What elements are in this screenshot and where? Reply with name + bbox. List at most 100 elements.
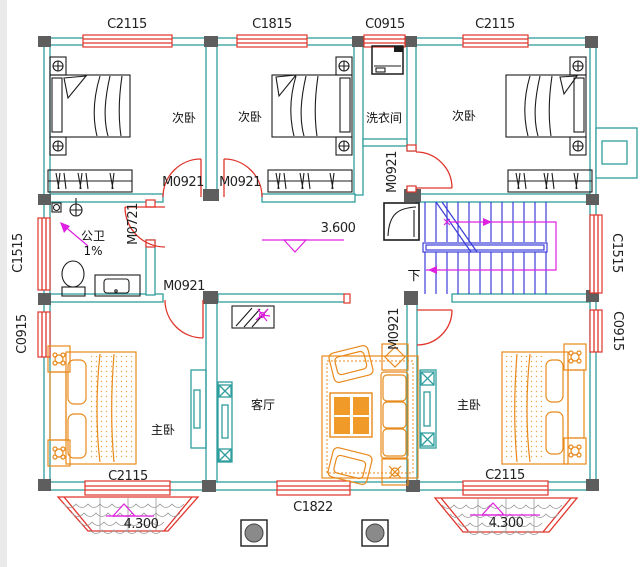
porch-column-right	[361, 519, 389, 547]
door-label-bedroom3: M0921	[385, 151, 400, 193]
bed-master-right	[501, 343, 587, 465]
stair-break-line	[435, 201, 478, 253]
door-label-master-left: M0921	[163, 279, 205, 294]
tv-cabinet-master-right	[419, 369, 437, 449]
window-label-c1515-left: C1515	[11, 233, 26, 273]
wall-living-top	[217, 293, 346, 303]
window-label-c0915-right: C0915	[610, 311, 625, 351]
elevation-label-bay-right: 4.300	[489, 516, 524, 531]
elevation-marker-bay-right	[470, 502, 540, 516]
window-label-c0915-left: C0915	[15, 314, 30, 354]
stair-direction-label: 下	[407, 269, 420, 284]
elevation-label-bay-left: 4.300	[124, 517, 159, 532]
bed-master-left	[47, 345, 137, 467]
window-label-c0915-top: C0915	[365, 17, 405, 32]
window-c0915-left	[37, 311, 51, 358]
stair-treads-lower	[424, 252, 547, 294]
window-c2115-bottom-left	[84, 480, 171, 496]
wardrobe-bedroom3	[507, 169, 593, 193]
room-label-bathroom: 公卫	[81, 229, 105, 243]
window-label-c1515-right: C1515	[609, 233, 624, 273]
wardrobe-master-left	[190, 369, 207, 449]
window-label-c2115-top-left: C2115	[107, 17, 147, 32]
toilet	[61, 260, 86, 297]
bathroom-fixtures	[51, 198, 141, 297]
flue-duct-box	[383, 202, 420, 241]
window-c1815-top	[236, 34, 308, 48]
sofa-set	[321, 343, 419, 486]
door-label-master-right: M0921	[387, 308, 402, 350]
slope-arrow	[60, 222, 89, 247]
bay-roof-left	[56, 496, 200, 534]
stair-flow-line	[426, 218, 557, 274]
windows	[37, 34, 603, 496]
door-label-bedroom1: M0921	[162, 175, 204, 190]
window-c0915-right	[589, 309, 603, 353]
washing-machine	[371, 45, 404, 75]
door-arc-bedroom3	[406, 144, 453, 193]
page-edge-shadow	[0, 0, 7, 567]
living-entrance-jamb	[343, 293, 351, 304]
window-c1515-left	[37, 217, 51, 291]
stairs	[383, 201, 557, 294]
elevation-marker-floor	[262, 239, 344, 253]
armchair-bottom	[327, 447, 373, 485]
stair-handrail-inner	[425, 244, 545, 251]
room-label-master-left: 主卧	[151, 423, 175, 437]
window-c1822-bottom	[276, 480, 351, 496]
window-label-c2115-bottom-right: C2115	[485, 468, 525, 483]
doors	[124, 144, 453, 346]
room-label-master-right: 主卧	[457, 398, 481, 412]
bathroom-vanity	[94, 274, 141, 297]
door-arc-bedroom1	[162, 158, 202, 198]
shoe-cabinet-plant	[231, 305, 275, 329]
labels: C2115 C1815 C0915 C2115 C1515 C0915 C151…	[11, 17, 625, 532]
wall-laundry-bed3	[406, 44, 417, 152]
bed-bedroom1	[49, 56, 131, 156]
window-c2115-bottom-right	[462, 480, 549, 496]
wall-hall-top-mid	[261, 193, 356, 203]
structural-columns	[38, 36, 599, 492]
window-c0915-top	[363, 34, 406, 48]
room-label-living: 客厅	[251, 397, 275, 412]
door-label-bedroom2: M0921	[219, 175, 261, 190]
sofa-main	[380, 371, 409, 459]
window-c2115-top-right	[462, 34, 529, 48]
elevation-label-floor: 3.600	[321, 221, 356, 236]
window-c1515-right	[589, 214, 603, 294]
door-label-bathroom: M0721	[126, 203, 141, 245]
wall-bed1-bed2	[205, 44, 218, 197]
door-arc-master-right	[416, 309, 453, 346]
door-arc-bedroom2	[223, 158, 263, 198]
wall-bed3-bottom	[415, 193, 591, 203]
wall-bathroom-right	[145, 239, 156, 296]
wall-masterleft-living	[205, 301, 218, 483]
floor-drain-icon	[51, 198, 83, 217]
tv-cabinet-living	[217, 381, 233, 463]
wall-stairhall-bottom	[451, 293, 591, 303]
window-label-c1815-top: C1815	[252, 17, 292, 32]
window-label-c2115-bottom-left: C2115	[108, 469, 148, 484]
bed-bedroom3	[505, 56, 587, 156]
wall-laundry-bottom	[362, 138, 408, 147]
window-label-c2115-top-right: C2115	[475, 17, 515, 32]
bay-roof-right	[433, 497, 579, 535]
room-label-laundry: 洗衣间	[366, 110, 402, 125]
plant-icon	[255, 308, 271, 322]
bathroom-slope-label: 1%	[83, 244, 102, 258]
wardrobe-bedroom2	[267, 169, 353, 193]
sofa-end-table-bottom	[381, 458, 409, 486]
flue-protrusion	[595, 127, 638, 179]
window-label-c1822-bottom: C1822	[293, 500, 333, 515]
wardrobe-bedroom1	[47, 169, 133, 193]
bed-bedroom2	[271, 56, 353, 156]
elevation-marker-bay-left	[106, 503, 154, 517]
coffee-table	[329, 392, 373, 438]
wall-bed2-laundry	[353, 44, 364, 196]
door-arc-bathroom	[124, 199, 166, 248]
armchair-top	[328, 345, 374, 383]
sofa-end-table-top	[381, 343, 409, 371]
room-label-bedroom3: 次卧	[452, 109, 476, 123]
